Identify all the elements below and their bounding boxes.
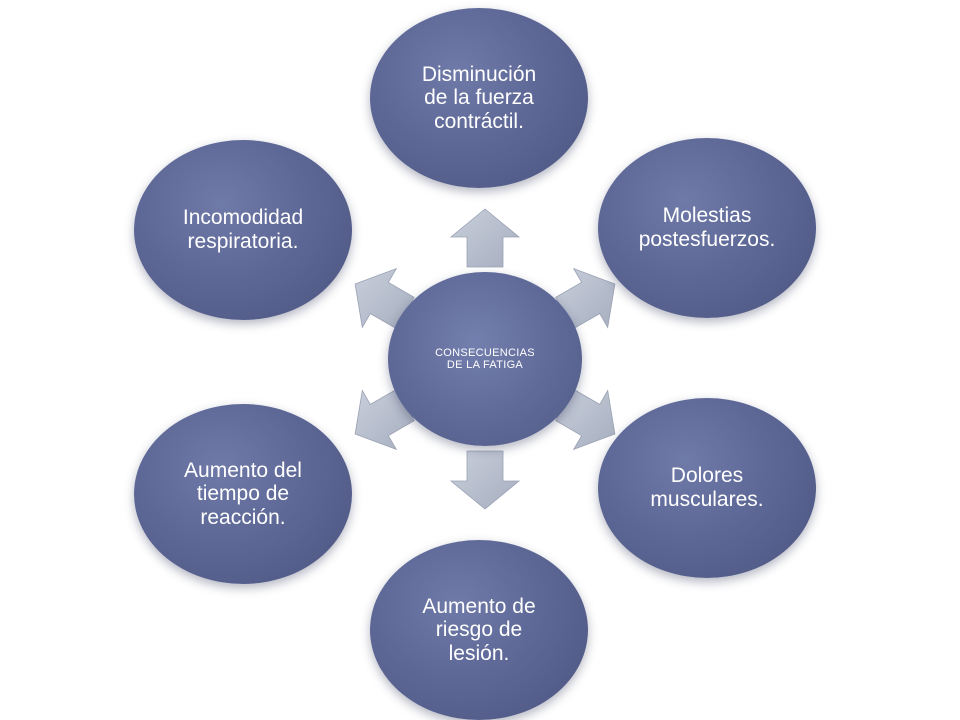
node-force-decrease: Disminución de la fuerza contráctil. <box>370 8 588 188</box>
arrow-down-left-icon <box>354 388 415 451</box>
arrow-up-icon <box>449 208 521 268</box>
node-post-effort-discomfort-label: Molestias postesfuerzos. <box>638 204 776 251</box>
arrow-up-left-icon <box>354 267 415 330</box>
arrow-down-icon <box>449 450 521 510</box>
node-respiratory-discomfort: Incomodidad respiratoria. <box>134 140 352 320</box>
node-injury-risk: Aumento de riesgo de lesión. <box>370 540 588 720</box>
arrow-up-right-icon <box>555 267 616 330</box>
node-muscle-pain-label: Dolores musculares. <box>650 464 764 511</box>
arrow-down-right-icon <box>555 388 616 451</box>
node-respiratory-discomfort-label: Incomodidad respiratoria. <box>182 206 304 253</box>
node-reaction-time: Aumento del tiempo de reacción. <box>134 404 352 584</box>
node-post-effort-discomfort: Molestias postesfuerzos. <box>598 138 816 318</box>
center-node-label: CONSECUENCIAS DE LA FATIGA <box>435 346 535 371</box>
node-muscle-pain: Dolores musculares. <box>598 398 816 578</box>
node-injury-risk-label: Aumento de riesgo de lesión. <box>422 594 536 665</box>
center-node: CONSECUENCIAS DE LA FATIGA <box>388 272 582 446</box>
node-reaction-time-label: Aumento del tiempo de reacción. <box>184 458 302 529</box>
node-force-decrease-label: Disminución de la fuerza contráctil. <box>421 62 537 133</box>
